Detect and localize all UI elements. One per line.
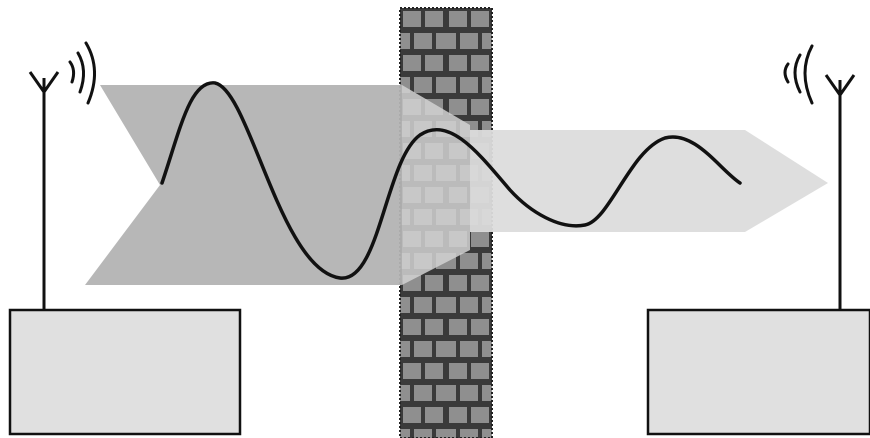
signal-waves-icon bbox=[70, 43, 95, 103]
signal-waves-icon bbox=[785, 46, 812, 103]
transmitted-beam bbox=[85, 85, 402, 285]
receiver-box bbox=[648, 310, 870, 434]
attenuated-beam bbox=[470, 130, 828, 232]
antenna-icon bbox=[826, 75, 854, 310]
antenna-icon bbox=[30, 72, 58, 310]
transmitter-box bbox=[10, 310, 240, 434]
